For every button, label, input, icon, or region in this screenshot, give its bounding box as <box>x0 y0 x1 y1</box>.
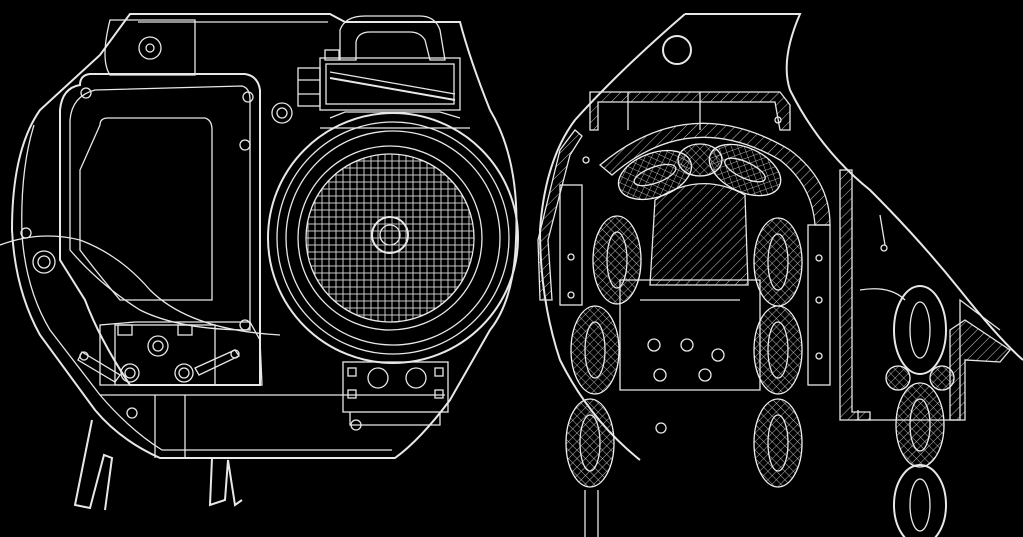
terminal-box <box>297 49 461 111</box>
limit-switch-left <box>120 363 140 383</box>
cover-bolt <box>239 139 251 151</box>
brake-plate <box>114 324 216 386</box>
side-plate-left <box>559 184 583 306</box>
bracket-hole <box>138 36 162 60</box>
brake-bolt-inner <box>152 340 164 352</box>
bracket-hole-inner <box>145 43 155 53</box>
switch-lever-right <box>194 349 240 376</box>
right-chain <box>753 217 803 488</box>
limit-switch-left-inner <box>124 367 136 379</box>
left-leg <box>73 419 114 511</box>
base-bolt <box>350 419 362 431</box>
frame-bolt <box>711 348 725 362</box>
cover-recess <box>79 117 213 301</box>
side-plate-right <box>807 224 831 386</box>
hoist-front-view <box>0 13 519 511</box>
internal-frame <box>619 279 761 391</box>
outer-guide-channel <box>839 169 871 421</box>
guide-wall-left <box>537 129 583 301</box>
cover-bolt <box>242 91 254 103</box>
limit-switch-right-inner <box>178 367 190 379</box>
far-right-chain <box>885 285 955 537</box>
right-leg <box>208 457 243 507</box>
frame-bolt <box>698 368 712 382</box>
nut-hex <box>271 102 293 124</box>
housing-outline <box>10 13 518 459</box>
gearbox-cover <box>59 73 261 386</box>
housing-inner-outline <box>21 21 392 451</box>
adjust-screw-inner <box>37 255 51 269</box>
fan-hub-inner <box>379 224 401 246</box>
frame-bolt <box>653 368 667 382</box>
mounting-block <box>342 361 449 426</box>
cover-bolt <box>80 87 92 99</box>
hook-eye-bracket <box>339 15 446 61</box>
frame-bolt <box>655 422 667 434</box>
brake-bolt <box>147 335 169 357</box>
brake-block <box>99 321 263 386</box>
cover-bolt <box>239 319 251 331</box>
chain-sprocket-section-view <box>537 13 1023 537</box>
chain-guide-housing <box>589 91 791 131</box>
sprocket-shaft <box>649 182 749 286</box>
frame-bolt <box>680 338 694 352</box>
fan-hub <box>371 216 409 254</box>
gearbox-cover-inner <box>69 85 251 331</box>
limit-switch-right <box>174 363 194 383</box>
adjust-screw <box>32 250 56 274</box>
cable-line <box>0 235 281 336</box>
top-hole <box>662 35 692 65</box>
frame-bolt <box>647 338 661 352</box>
motor-fan-guard <box>267 111 519 364</box>
right-guide-hatch <box>949 319 1011 421</box>
switch-lever-left <box>77 351 121 383</box>
nut-hex-inner <box>276 107 288 119</box>
left-chain <box>565 215 642 537</box>
base-bolt <box>126 407 138 419</box>
sprocket-chain-links <box>617 143 782 201</box>
section-housing-outline <box>685 13 1023 361</box>
